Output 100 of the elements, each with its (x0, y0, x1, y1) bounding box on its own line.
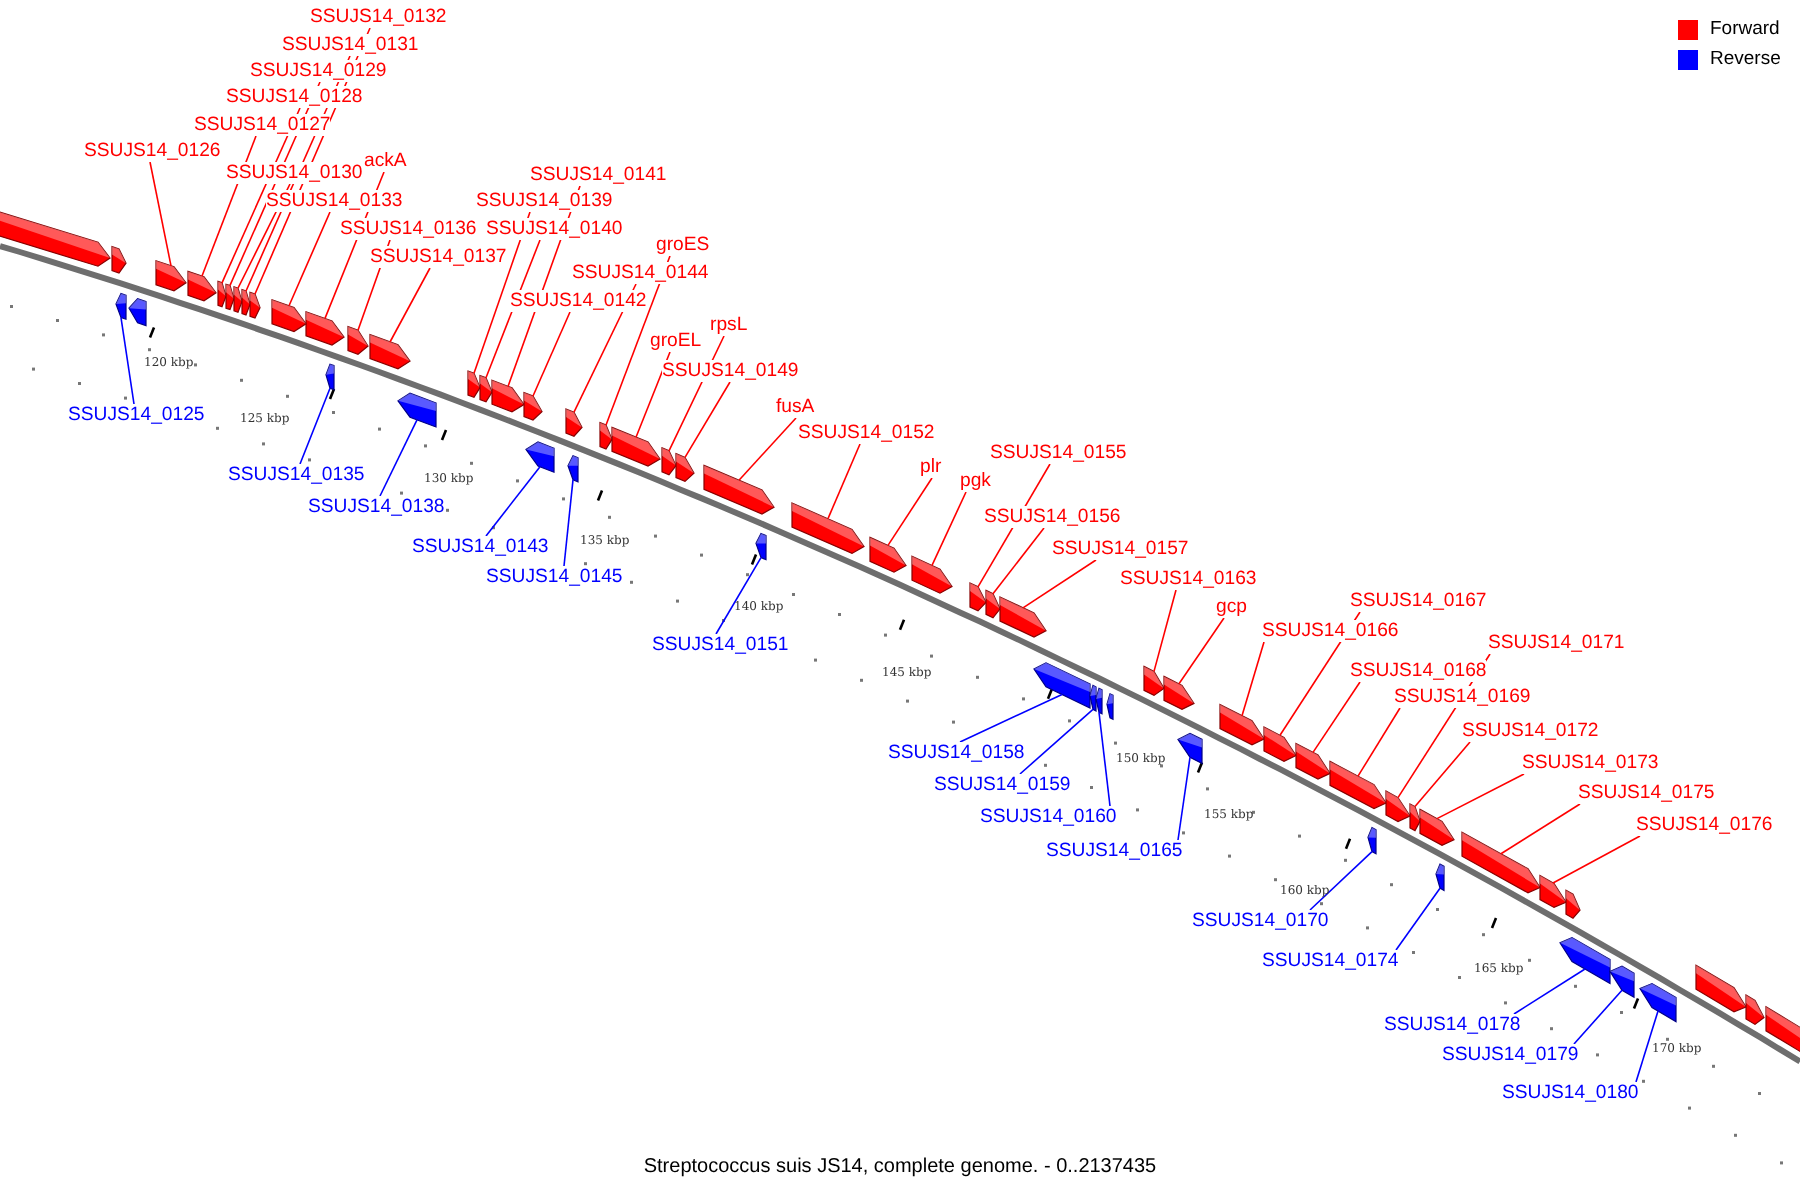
gene-label: SSUJS14_0151 (652, 634, 789, 656)
gene-block (1367, 826, 1377, 855)
leader-line (299, 387, 331, 465)
gene-block (1295, 742, 1331, 780)
gene-block (115, 292, 127, 321)
gene-label: SSUJS14_0178 (1384, 1014, 1521, 1036)
gene-label: SSUJS14_0136 (340, 218, 477, 240)
leader-line (1177, 756, 1191, 841)
gene-label: SSUJS14_0132 (310, 6, 447, 28)
gene-label: fusA (776, 396, 815, 418)
gene-block (1461, 831, 1541, 894)
gene-label: SSUJS14_0158 (888, 742, 1025, 764)
leader-line (149, 161, 172, 267)
gene-label: SSUJS14_0159 (934, 774, 1071, 796)
gene-block (1409, 803, 1421, 832)
gene-label: ackA (364, 150, 407, 172)
gene-label: SSUJS14_0138 (308, 496, 445, 518)
leader-line (120, 316, 135, 405)
leader-line (532, 311, 571, 397)
gene-label: SSUJS14_0156 (984, 506, 1121, 528)
gene-label: SSUJS14_0174 (1262, 950, 1399, 972)
gene-block (1639, 982, 1677, 1023)
gene-label: SSUJS14_0129 (250, 60, 387, 82)
leader-line (1309, 850, 1373, 911)
leader-line (959, 693, 1063, 743)
gene-block (1559, 936, 1611, 985)
gene-label: SSUJS14_0169 (1394, 686, 1531, 708)
leader-line (992, 527, 1045, 595)
gene-label: SSUJS14_0173 (1522, 752, 1659, 774)
gene-label: SSUJS14_0166 (1262, 620, 1399, 642)
gene-label: pgk (960, 470, 991, 492)
leader-line (1635, 1010, 1659, 1083)
gene-block (661, 446, 677, 476)
legend-label: Forward (1710, 18, 1780, 40)
gene-block (703, 464, 775, 515)
gene-block (969, 582, 987, 612)
gene-block (217, 280, 227, 308)
gene-block (347, 325, 369, 355)
gene-block (249, 291, 261, 319)
leader-line (1500, 803, 1581, 855)
gene-block (599, 421, 613, 450)
gene-label: SSUJS14_0125 (68, 404, 205, 426)
gene-block (565, 408, 583, 437)
gene-block (1095, 687, 1103, 715)
leader-line (1436, 773, 1525, 820)
leader-line (715, 556, 762, 635)
gene-label: SSUJS14_0168 (1350, 660, 1487, 682)
gene-block (523, 391, 543, 421)
gene-label: SSUJS14_0157 (1052, 538, 1189, 560)
leader-line (1573, 989, 1623, 1045)
gene-label: SSUJS14_0167 (1350, 590, 1487, 612)
gene-label: SSUJS14_0149 (662, 360, 799, 382)
gene-label: SSUJS14_0137 (370, 246, 507, 268)
gene-block (1219, 703, 1265, 746)
gene-block (128, 298, 147, 327)
gene-block (985, 589, 1001, 619)
gene-label: rpsL (710, 314, 748, 336)
gene-label: SSUJS14_0140 (486, 218, 623, 240)
gene-block (1106, 692, 1114, 721)
leader-line (389, 267, 431, 343)
gene-block (525, 441, 555, 474)
gene-label: gcp (1216, 596, 1247, 618)
gene-label: groEL (650, 330, 702, 352)
gene-block (1263, 726, 1297, 763)
leader-line (1022, 559, 1097, 609)
leader-line (1098, 711, 1111, 807)
gene-block (567, 455, 579, 483)
gene-block (1329, 760, 1387, 810)
gene-label: SSUJS14_0141 (530, 164, 667, 186)
gene-block (1163, 675, 1195, 711)
gene-block (1033, 662, 1091, 709)
gene-label: SSUJS14_0131 (282, 34, 419, 56)
gene-block (1143, 665, 1165, 697)
leader-line (563, 479, 574, 567)
gene-label: SSUJS14_0163 (1120, 568, 1257, 590)
gene-label: SSUJS14_0176 (1636, 814, 1773, 836)
leader-line (1513, 968, 1586, 1015)
gene-block (755, 532, 767, 561)
gene-label: SSUJS14_0152 (798, 422, 935, 444)
leader-line (738, 417, 797, 481)
gene-block (911, 555, 953, 594)
gene-block (791, 502, 865, 555)
gene-block (1177, 732, 1203, 765)
gene-block (869, 536, 907, 573)
leader-line (1552, 835, 1641, 884)
gene-label: SSUJS14_0171 (1488, 632, 1625, 654)
caption: Streptococcus suis JS14, complete genome. - 0..2137435 (643, 1156, 1157, 1178)
gene-block (1089, 684, 1097, 712)
gene-label: SSUJS14_0175 (1578, 782, 1715, 804)
gene-block (1695, 964, 1747, 1013)
gene-label: SSUJS14_0142 (510, 290, 647, 312)
gene-block (325, 363, 335, 391)
gene-block (241, 288, 251, 316)
leader-line (485, 466, 541, 537)
gene-block (1565, 889, 1581, 919)
gene-block (233, 285, 243, 313)
leader-line (288, 211, 331, 307)
gene-label: SSUJS14_0179 (1442, 1044, 1579, 1066)
leader-line (931, 491, 967, 567)
gene-block (479, 374, 493, 403)
